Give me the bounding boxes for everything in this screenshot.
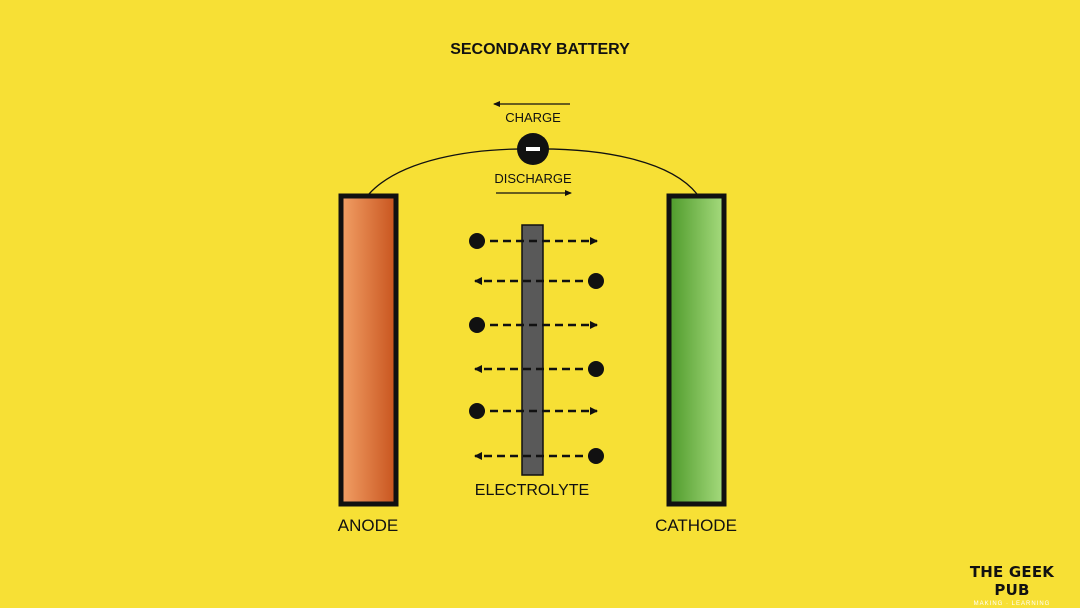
electrolyte-separator xyxy=(521,224,544,476)
logo-name: THE GEEK PUB xyxy=(969,563,1055,599)
ion-row-4 xyxy=(474,361,604,377)
ion-icon xyxy=(469,233,485,249)
discharge-label: DISCHARGE xyxy=(494,171,572,186)
charge-label: CHARGE xyxy=(505,110,561,125)
ion-row-1 xyxy=(469,233,598,249)
geek-pub-logo: THE GEEK PUB MAKING · LEARNING xyxy=(960,563,1064,607)
anode-label: ANODE xyxy=(337,516,399,535)
electrolyte-label: ELECTROLYTE xyxy=(474,482,590,499)
logo-tagline: MAKING · LEARNING xyxy=(973,601,1051,607)
diagram-title: SECONDARY BATTERY xyxy=(450,41,630,58)
ion-icon xyxy=(588,361,604,377)
electron-icon xyxy=(517,133,549,165)
ion-row-6 xyxy=(474,448,604,464)
cathode-label: CATHODE xyxy=(655,516,737,535)
ion-row-5 xyxy=(469,403,598,419)
ion-row-2 xyxy=(474,273,604,289)
ion-icon xyxy=(469,403,485,419)
ion-icon xyxy=(588,273,604,289)
ion-icon xyxy=(469,317,485,333)
ion-row-3 xyxy=(469,317,598,333)
ion-icon xyxy=(588,448,604,464)
anode-electrode xyxy=(338,193,399,507)
cathode-electrode xyxy=(666,193,727,507)
